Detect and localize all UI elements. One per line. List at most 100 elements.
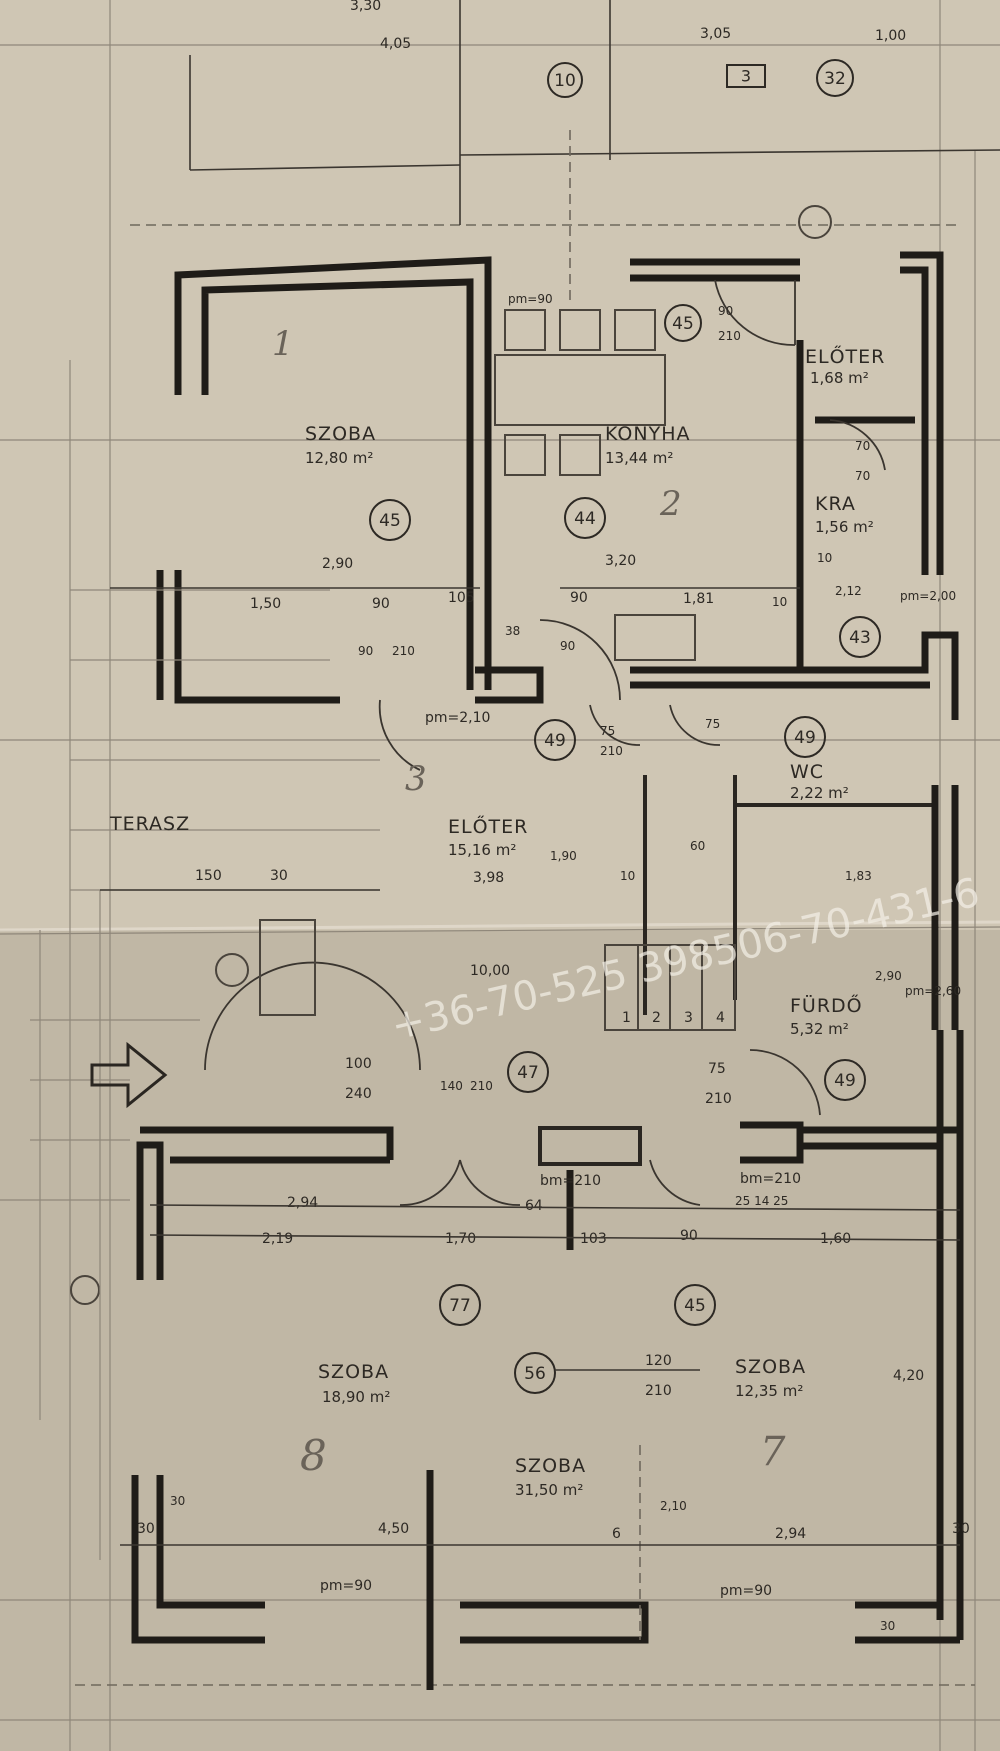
room-name-wc: WC bbox=[790, 761, 824, 783]
dim: 10 bbox=[817, 551, 832, 565]
dim: 1,81 bbox=[683, 591, 714, 607]
room-area-konyha: 13,44 m² bbox=[605, 449, 673, 467]
badge-konyha: 44 bbox=[574, 509, 596, 529]
room-name-terasz: TERASZ bbox=[109, 813, 190, 835]
dim: 90 bbox=[358, 644, 373, 658]
badge-top-right: 32 bbox=[824, 69, 846, 89]
dim: 240 bbox=[345, 1086, 372, 1102]
dim: 30 bbox=[170, 1494, 185, 1508]
dim: 38 bbox=[505, 624, 520, 638]
dim: 103 bbox=[580, 1231, 607, 1247]
handwritten-2: 2 bbox=[659, 484, 682, 524]
stair-step-3: 3 bbox=[684, 1010, 693, 1026]
dimension-lines bbox=[100, 587, 961, 1546]
dim: 1,50 bbox=[250, 596, 281, 612]
room-area-kamra: 1,56 m² bbox=[815, 518, 874, 536]
room-name-szoba-bl: SZOBA bbox=[318, 1361, 389, 1383]
badge-eloter: 49 bbox=[544, 731, 566, 751]
stair-step-2: 2 bbox=[652, 1010, 661, 1026]
dim: 70 bbox=[855, 469, 870, 483]
badge-furdo-door: 49 bbox=[834, 1071, 856, 1091]
dim: 90 bbox=[680, 1228, 698, 1244]
dim: 1,83 bbox=[845, 869, 872, 883]
dim: 3,05 bbox=[700, 26, 731, 42]
paper-crease-edge bbox=[0, 926, 1000, 935]
dim: 1,70 bbox=[445, 1231, 476, 1247]
dim: 10 bbox=[620, 869, 635, 883]
dim: bm=210 bbox=[740, 1171, 801, 1187]
badge-szoba-b: 56 bbox=[524, 1364, 546, 1384]
dim: 90 bbox=[372, 596, 390, 612]
badge-kamra: 43 bbox=[849, 628, 871, 648]
entrance-arrow-icon bbox=[90, 1041, 168, 1109]
badge-szoba-tl: 45 bbox=[379, 511, 401, 531]
dim: 75 bbox=[708, 1061, 726, 1077]
room-name-furdo: FÜRDŐ bbox=[790, 993, 863, 1017]
paper-shadow bbox=[0, 930, 1000, 1751]
handwritten-3: 3 bbox=[405, 759, 427, 799]
dim: pm=90 bbox=[720, 1583, 772, 1599]
handwritten-7: 7 bbox=[760, 1429, 786, 1475]
dim: 210 bbox=[470, 1079, 493, 1093]
dim: 75 bbox=[600, 724, 615, 738]
dim: 1,90 bbox=[550, 849, 577, 863]
dim: 30 bbox=[270, 868, 288, 884]
stair: 1 2 3 4 bbox=[604, 944, 736, 1031]
badges: 10 3 32 45 45 44 43 49 49 47 49 77 45 56 bbox=[369, 59, 881, 1394]
dim: pm=90 bbox=[508, 292, 553, 306]
dim: 140 bbox=[440, 1079, 463, 1093]
room-area-eloter-c: 15,16 m² bbox=[448, 841, 516, 859]
badge-szoba-br: 45 bbox=[684, 1296, 706, 1316]
room-name-eloter-c: ELŐTER bbox=[448, 814, 528, 838]
dim: 2,10 bbox=[660, 1499, 687, 1513]
dim: 2,94 bbox=[287, 1195, 318, 1211]
badge-kitchen-door: 45 bbox=[672, 314, 694, 334]
dim: 105 bbox=[448, 590, 475, 606]
dim: 210 bbox=[718, 329, 741, 343]
dim: 25 14 25 bbox=[735, 1194, 788, 1208]
kitchen-fixtures bbox=[70, 205, 832, 1305]
handwritten-marks: 1 2 3 8 7 bbox=[272, 324, 786, 1480]
dim: 100 bbox=[345, 1056, 372, 1072]
badge-top-left: 10 bbox=[554, 71, 576, 91]
room-area-wc: 2,22 m² bbox=[790, 784, 849, 802]
dim: 30 bbox=[952, 1521, 970, 1537]
room-name-kamra: KRA bbox=[815, 493, 856, 515]
doors bbox=[204, 279, 886, 1206]
dim: 2,19 bbox=[262, 1231, 293, 1247]
dim: 1,00 bbox=[875, 28, 906, 44]
dim: 210 bbox=[600, 744, 623, 758]
room-name-konyha: KONYHA bbox=[605, 423, 690, 445]
room-area-szoba-tl: 12,80 m² bbox=[305, 449, 373, 467]
dim: pm=2,60 bbox=[905, 984, 961, 998]
dim: 210 bbox=[645, 1383, 672, 1399]
dim: 2,12 bbox=[835, 584, 862, 598]
dim: 60 bbox=[690, 839, 705, 853]
walls bbox=[131, 130, 964, 1690]
dim: 4,50 bbox=[378, 1521, 409, 1537]
dim: 4,05 bbox=[380, 36, 411, 52]
dim: pm=2,00 bbox=[900, 589, 956, 603]
dim: 3,20 bbox=[605, 553, 636, 569]
room-name-eloter-tr: ELŐTER bbox=[805, 344, 885, 368]
room-name-szoba-b: SZOBA bbox=[515, 1455, 586, 1477]
room-area-szoba-br: 12,35 m² bbox=[735, 1382, 803, 1400]
dim: 90 bbox=[718, 304, 733, 318]
dim: pm=90 bbox=[320, 1578, 372, 1594]
dim: 210 bbox=[392, 644, 415, 658]
dim: 70 bbox=[855, 439, 870, 453]
paper-crease bbox=[0, 920, 1000, 932]
dim: 2,90 bbox=[875, 969, 902, 983]
dim: 64 bbox=[525, 1198, 543, 1214]
handwritten-8: 8 bbox=[300, 1431, 327, 1480]
room-area-eloter-tr: 1,68 m² bbox=[810, 369, 869, 387]
stair-step-1: 1 bbox=[622, 1010, 631, 1026]
dim: bm=210 bbox=[540, 1173, 601, 1189]
room-labels: SZOBA 12,80 m² KONYHA 13,44 m² ELŐTER 1,… bbox=[109, 344, 885, 1499]
dim: 210 bbox=[705, 1091, 732, 1107]
dim: 90 bbox=[560, 639, 575, 653]
room-name-szoba-br: SZOBA bbox=[735, 1356, 806, 1378]
stair-step-4: 4 bbox=[716, 1010, 725, 1026]
dim: 10,00 bbox=[470, 963, 510, 979]
